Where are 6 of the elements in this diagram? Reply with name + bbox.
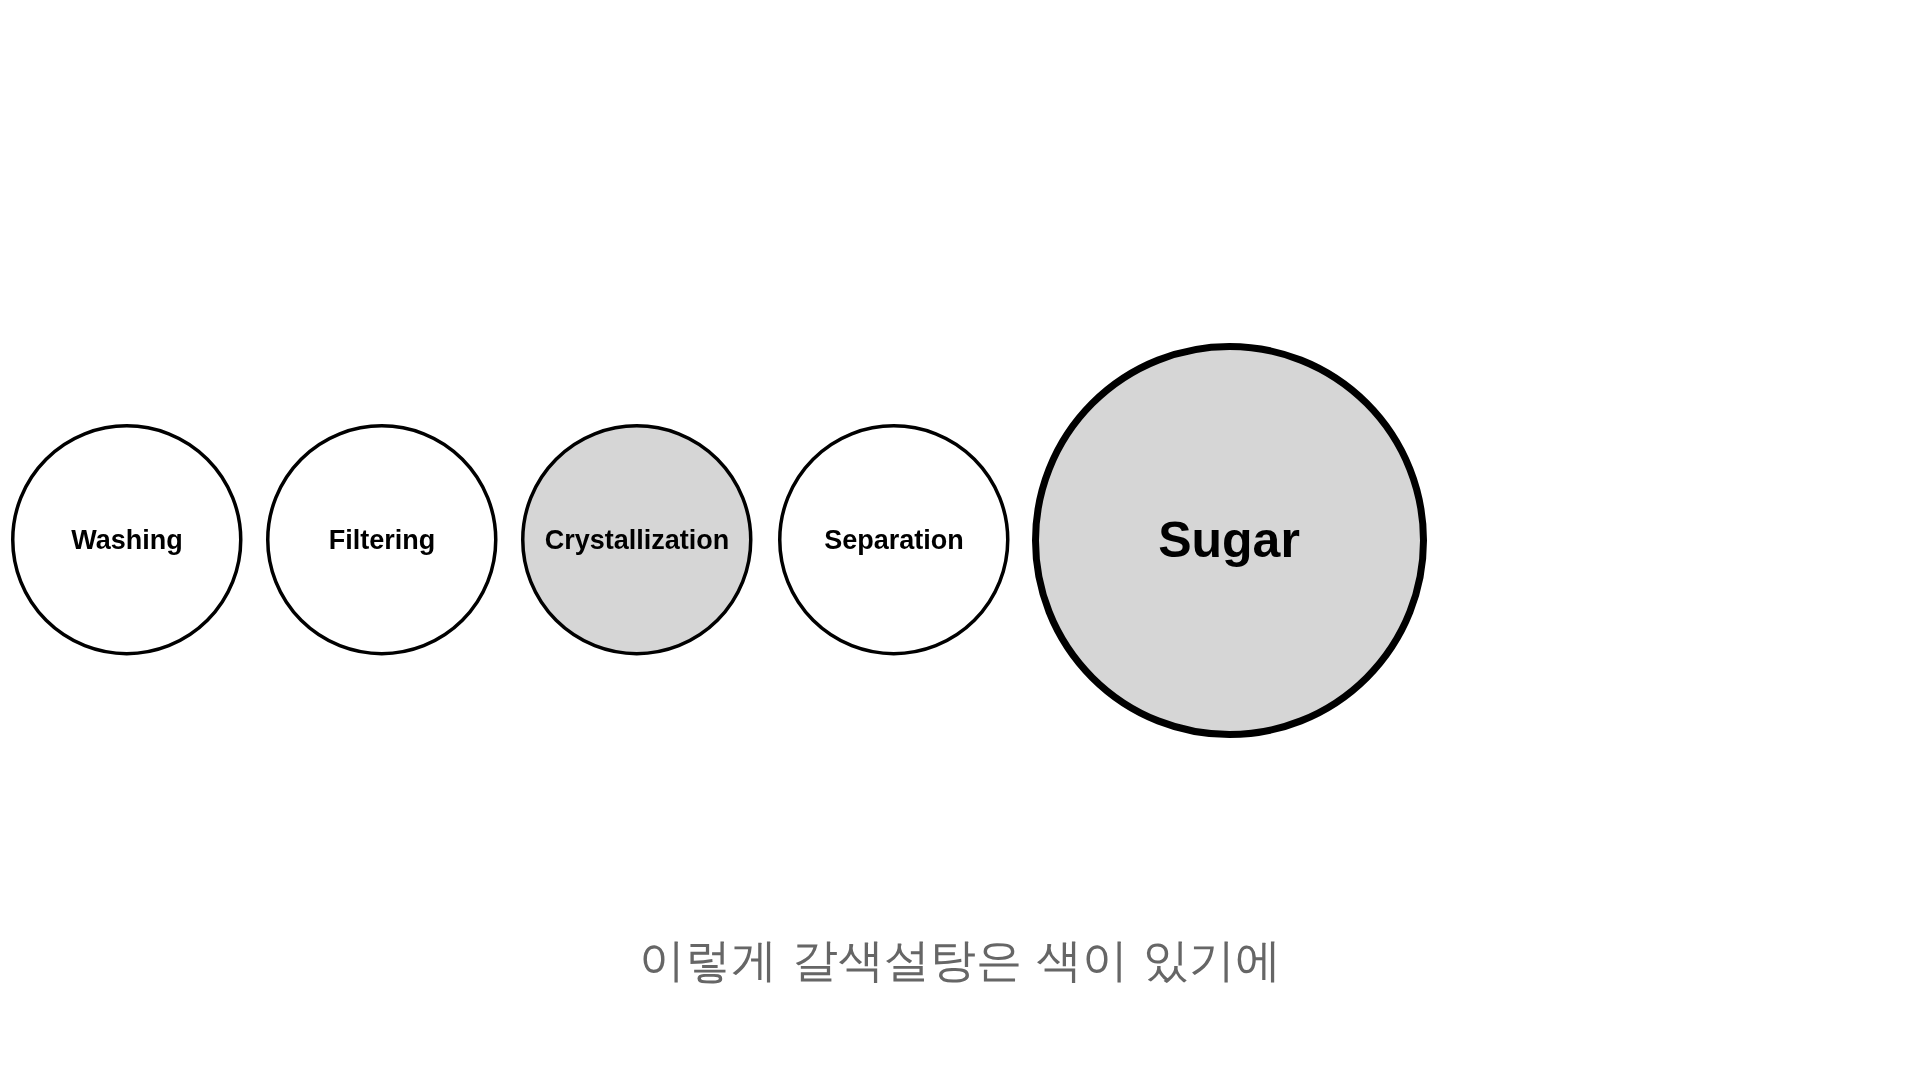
node-label: Separation bbox=[824, 524, 964, 556]
caption: 이렇게 갈색설탕은 색이 있기에 bbox=[639, 932, 1281, 989]
node-label: Filtering bbox=[328, 524, 436, 556]
node-label: Crystallization bbox=[544, 524, 730, 556]
node-label: Sugar bbox=[1158, 511, 1300, 569]
node-label: Washing bbox=[71, 524, 183, 556]
